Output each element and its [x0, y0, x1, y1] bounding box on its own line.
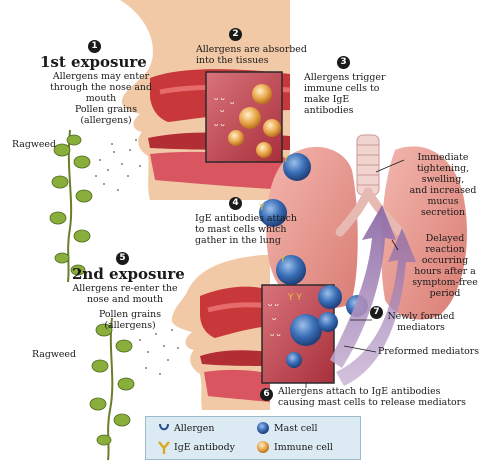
step-3-badge: 3: [337, 56, 350, 69]
pollen-spray-top: [95, 139, 141, 191]
mediator-arrows: [330, 205, 416, 386]
svg-text:ᴗ: ᴗ: [272, 314, 276, 322]
pollen-spray-bottom: [139, 329, 179, 375]
svg-text:ᴗ: ᴗ: [230, 98, 234, 106]
svg-text:ᴗ: ᴗ: [220, 106, 224, 114]
allergen-icon: [159, 423, 169, 431]
legend: Allergen Mast cell IgE antibody Immune c…: [145, 416, 361, 460]
step-1-heading: 1st exposure: [40, 53, 147, 71]
svg-text:Y Y: Y Y: [287, 293, 302, 303]
legend-allergen-label: Allergen: [174, 423, 215, 434]
ragweed-plant-bottom: [89, 317, 135, 461]
ige-antibody-icon: [158, 441, 170, 454]
step-6-badge: 6: [260, 388, 273, 401]
step-7-badge: 7: [370, 306, 383, 319]
svg-text:ᴗ ᴗ: ᴗ ᴗ: [268, 300, 279, 308]
legend-mast-cell-label: Mast cell: [274, 423, 318, 434]
tissue-inset-top: ᴗ ᴗ ᴗ ᴗ ᴗ ᴗ: [205, 71, 283, 163]
svg-text:Y: Y: [282, 155, 289, 165]
svg-text:ᴗ ᴗ: ᴗ ᴗ: [270, 330, 281, 338]
step-5-heading: 2nd exposure: [72, 265, 185, 283]
ragweed-label-bottom: Ragweed: [32, 349, 76, 360]
svg-text:Y: Y: [279, 255, 286, 265]
pollen-label-top: Pollen grains(allergens): [74, 104, 138, 126]
svg-text:ᴗ ᴗ: ᴗ ᴗ: [214, 120, 225, 128]
immune-cell-icon: [257, 441, 269, 453]
pollen-label-bottom: Pollen grains(allergens): [98, 309, 162, 331]
svg-text:Y: Y: [258, 203, 265, 213]
leader-lines: [305, 159, 405, 388]
svg-text:ᴗ ᴗ: ᴗ ᴗ: [214, 94, 225, 102]
step-1-badge: 1: [88, 40, 101, 53]
ragweed-plant-top: [49, 129, 93, 283]
mast-cell-icon: [257, 422, 269, 434]
ragweed-label-top: Ragweed: [12, 139, 56, 150]
face-profile-bottom: [171, 255, 271, 410]
legend-ige-antibody-label: IgE antibody: [174, 442, 235, 453]
step-5-badge: 5: [116, 252, 129, 265]
step-4-badge: 4: [229, 197, 242, 210]
preformed-mediators-label: Preformed mediators: [378, 346, 480, 357]
legend-immune-cell-label: Immune cell: [274, 442, 333, 453]
step-2-badge: 2: [229, 28, 242, 41]
